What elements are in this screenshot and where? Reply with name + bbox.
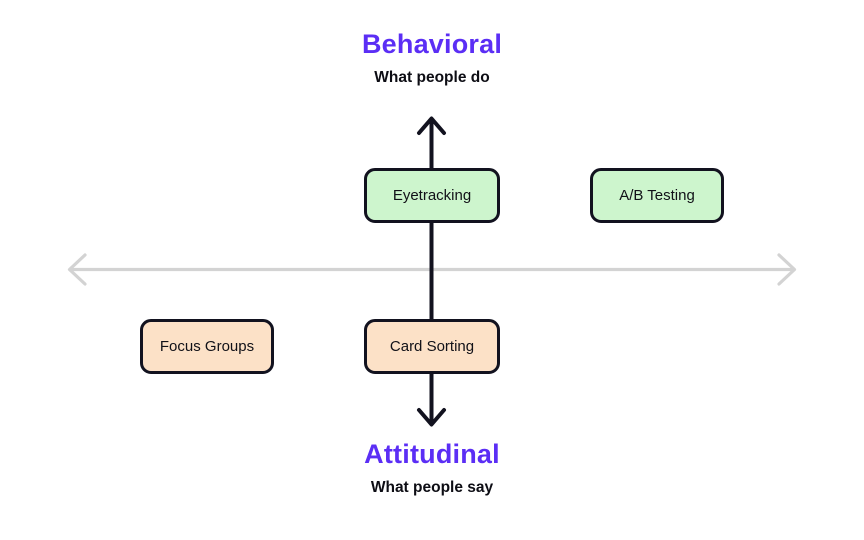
pole-behavioral-subtitle: What people do — [374, 68, 490, 86]
horizontal-axis-left-arrowhead — [67, 253, 87, 286]
vertical-axis-down-arrowhead — [417, 408, 446, 427]
pole-attitudinal: Attitudinal What people say — [0, 439, 864, 496]
method-box-card-sorting[interactable]: Card Sorting — [364, 319, 500, 374]
method-label: A/B Testing — [619, 187, 695, 204]
pole-behavioral: Behavioral What people do — [0, 29, 864, 86]
method-label: Eyetracking — [392, 187, 472, 204]
pole-attitudinal-subtitle: What people say — [370, 478, 494, 496]
method-box-focus-groups[interactable]: Focus Groups — [140, 319, 274, 374]
horizontal-axis-right-arrowhead — [777, 253, 797, 286]
vertical-axis-up-arrowhead — [417, 116, 446, 135]
method-label: Focus Groups — [159, 338, 255, 355]
method-box-ab-testing[interactable]: A/B Testing — [590, 168, 724, 223]
method-label: Card Sorting — [389, 338, 475, 355]
pole-behavioral-title: Behavioral — [361, 29, 503, 59]
vertical-axis — [417, 116, 446, 427]
pole-attitudinal-title: Attitudinal — [364, 439, 500, 469]
method-box-eyetracking[interactable]: Eyetracking — [364, 168, 500, 223]
